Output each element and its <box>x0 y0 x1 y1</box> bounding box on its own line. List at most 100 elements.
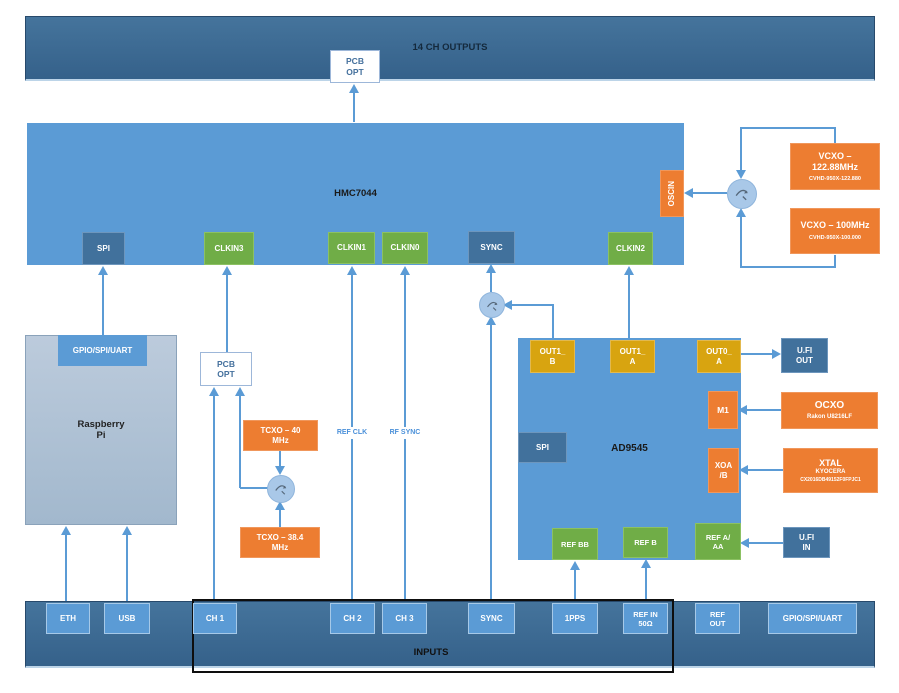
arrowhead <box>122 526 132 535</box>
arrowhead <box>503 300 512 310</box>
outputs-bar-label: 14 CH OUTPUTS <box>412 42 488 54</box>
wire-vcxo122-loop-v2 <box>740 129 742 171</box>
ad-port-spi-label: SPI <box>536 442 549 452</box>
hmc-port-oscin: OSCIN <box>660 170 684 217</box>
wire-vcxo100-loop-h <box>740 266 836 268</box>
ad-port-out1b-l1: OUT1_ <box>539 346 566 356</box>
arrowhead <box>641 559 651 568</box>
wire-tcxomux-to-pcbopt-h <box>240 487 268 489</box>
ad-port-refb-label: REF B <box>634 538 657 547</box>
port-usb: USB <box>104 603 150 634</box>
wire-gpio-to-spi <box>102 275 104 335</box>
ref-clk-wire-label: REF CLK <box>329 427 375 439</box>
ad-port-out1b: OUT1_ B <box>530 340 575 373</box>
outputs-bar: 14 CH OUTPUTS <box>25 16 875 81</box>
port-ch3-label: CH 3 <box>395 613 414 623</box>
xtal-part: CX2016DB49152F0FPJC1 <box>800 476 861 483</box>
pcb-opt-mid-box: PCB OPT <box>200 352 252 386</box>
arrowhead <box>400 266 410 275</box>
port-sync-label: SYNC <box>480 613 503 623</box>
rf-sync-wire-label: RF SYNC <box>382 427 428 439</box>
ad-port-refbb: REF BB <box>552 528 598 560</box>
raspberry-pi-label2: Pi <box>96 430 106 441</box>
wire-xtal-to-xoab <box>748 469 783 471</box>
ufi-in-l1: U.FI <box>798 532 815 542</box>
hmc-port-clkin2-label: CLKIN2 <box>616 243 645 253</box>
arrowhead <box>772 349 781 359</box>
port-refin-l1: REF IN <box>633 609 658 619</box>
hmc-port-clkin0: CLKIN0 <box>382 232 428 264</box>
arrowhead <box>740 538 749 548</box>
hmc-port-sync-label: SYNC <box>480 242 503 252</box>
ad-port-xoab-l1: XOA <box>714 460 733 470</box>
vcxo-122-line1: VCXO – <box>818 150 852 161</box>
ad-port-refaaa: REF A/ AA <box>695 523 741 560</box>
hmc-port-clkin3: CLKIN3 <box>204 232 254 265</box>
ufi-in-l2: IN <box>802 542 811 552</box>
sync-switch-icon <box>479 292 505 318</box>
wire-syncin-to-mux <box>490 325 492 603</box>
wire-tcxo40-to-mux <box>279 450 281 467</box>
ad-port-out1a-l2: A <box>629 356 636 366</box>
wire-tcxo384-to-mux <box>279 510 281 528</box>
ad-port-m1: M1 <box>708 391 738 429</box>
hmc-port-spi-label: SPI <box>97 243 110 253</box>
xtal-box: XTAL KYOCERA CX2016DB49152F0FPJC1 <box>783 448 878 493</box>
port-refin: REF IN 50Ω <box>623 603 668 634</box>
tcxo-40-line2: MHz <box>272 435 289 445</box>
xtal-title: XTAL <box>819 458 842 468</box>
wire-ch1-to-pcbopt <box>213 396 215 603</box>
vcxo-122-box: VCXO – 122.88MHz CVHD-950X-122.880 <box>790 143 880 190</box>
arrowhead <box>736 208 746 217</box>
rf-sync-text: RF SYNC <box>389 429 421 436</box>
vcxo-100-line1: VCXO – 100MHz <box>800 220 870 231</box>
arrowhead <box>739 465 748 475</box>
raspberry-pi-label1: Raspberry <box>77 418 125 430</box>
ad-port-out1a-l1: OUT1_ <box>619 346 646 356</box>
port-refout-l2: OUT <box>709 618 726 628</box>
ad-port-out0a-l2: A <box>716 356 722 366</box>
port-ch3: CH 3 <box>382 603 427 634</box>
wire-tcxomux-to-pcbopt <box>239 396 241 488</box>
hmc-port-sync: SYNC <box>468 231 515 264</box>
port-eth-label: ETH <box>60 613 76 623</box>
port-1pps: 1PPS <box>552 603 598 634</box>
arrowhead <box>222 266 232 275</box>
ad-port-xoab: XOA /B <box>708 448 739 493</box>
wire-out1a-to-clkin2 <box>628 275 630 340</box>
port-refout: REF OUT <box>695 603 740 634</box>
wire-usb-to-rpi <box>126 535 128 603</box>
arrowhead <box>275 501 285 510</box>
wire-vcxo100-loop-v2 <box>740 217 742 266</box>
rpi-gpio-header: GPIO/SPI/UART <box>58 335 147 366</box>
port-1pps-label: 1PPS <box>564 613 586 623</box>
ad-port-m1-label: M1 <box>717 404 729 415</box>
port-gpio-label: GPIO/SPI/UART <box>782 613 843 623</box>
port-ch1: CH 1 <box>193 603 237 634</box>
arrowhead <box>738 405 747 415</box>
ad-port-out1b-l2: B <box>549 356 556 366</box>
port-eth: ETH <box>46 603 90 634</box>
ad-port-xoab-l2: /B <box>719 470 728 480</box>
arrowhead <box>98 266 108 275</box>
tcxo-switch-icon <box>267 475 295 503</box>
arrowhead <box>684 188 693 198</box>
wire-vcxo122-loop-v1 <box>834 128 836 143</box>
inputs-label-text: INPUTS <box>413 647 449 658</box>
tcxo-40-box: TCXO – 40 MHz <box>243 420 318 451</box>
hmc-port-clkin1-label: CLKIN1 <box>337 243 366 253</box>
ufi-out-l1: U.FI <box>796 345 813 355</box>
arrowhead <box>235 387 245 396</box>
ad-port-refbb-label: REF BB <box>561 539 589 549</box>
vcxo-122-part: CVHD-950X-122.880 <box>809 175 861 182</box>
tcxo-384-box: TCXO – 38.4 MHz <box>240 527 320 558</box>
ad9545-label: AD9545 <box>611 443 648 454</box>
ocxo-part: Rakon U8216LF <box>806 413 852 420</box>
inputs-outline <box>192 599 674 673</box>
ad-port-out0a: OUT0_ A <box>697 340 741 373</box>
wire-pcbopt-to-clkin3 <box>226 275 228 352</box>
ocxo-box: OCXO Rakon U8216LF <box>781 392 878 429</box>
wire-out1b-h <box>512 304 554 306</box>
wire-vcxo100-loop-v1 <box>834 255 836 268</box>
arrowhead <box>349 84 359 93</box>
